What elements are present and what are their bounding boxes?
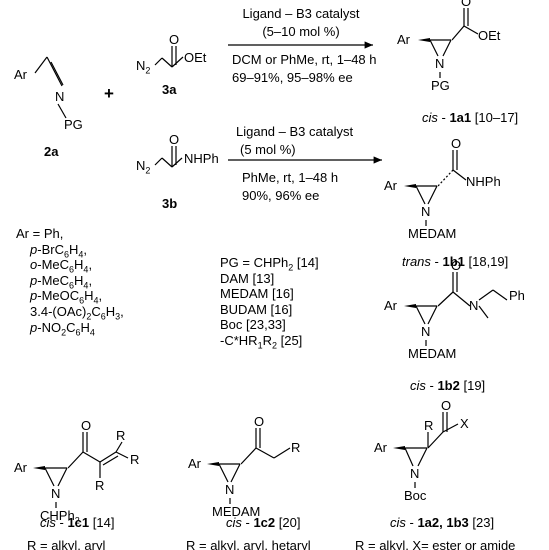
wedge-bonds	[33, 38, 430, 470]
product-1b1-nhph: NHPh	[466, 174, 501, 189]
product-1c1-ar: Ar	[14, 460, 27, 475]
product-1c1-n: N	[51, 486, 61, 501]
product-1c1-r2: R	[130, 452, 140, 467]
diazo-3b-nhph: NHPh	[184, 151, 219, 166]
ar-item: Ar = Ph,	[16, 226, 64, 241]
imine-pg: PG	[64, 117, 83, 132]
ar-item: p-NO2C6H4	[30, 319, 95, 338]
diazo-3a-n2: N2	[136, 58, 151, 76]
caption-1c2: cis - 1c2 [20]	[226, 515, 301, 530]
pg-item: BUDAM [16]	[220, 301, 293, 317]
imine-label: 2a	[44, 144, 59, 159]
product-1b1-ar: Ar	[384, 178, 397, 193]
product-1a1-n: N	[435, 56, 445, 71]
product-1a2-ar: Ar	[374, 440, 387, 455]
product-1b2-ar: Ar	[384, 298, 397, 313]
diazo-3a-bonds	[154, 46, 184, 68]
product-1a1-ar: Ar	[397, 32, 410, 47]
diazo-3b-n2: N2	[136, 158, 151, 176]
product-1a2-r: R	[424, 418, 434, 433]
product-1a2-r-definition: R = alkyl, X= ester or amide	[355, 538, 516, 550]
aziridine-1a2-bonds	[404, 412, 459, 488]
product-1b2-caption: cis - 1b2 [19]	[410, 378, 486, 393]
ar-item: p-BrC6H4,	[30, 241, 87, 260]
caption-1a2: cis - 1a2, 1b3 [23]	[390, 515, 495, 530]
aziridine-1a1-bonds	[429, 8, 479, 78]
product-1b2-n: N	[421, 324, 431, 339]
product-1c2-ar: Ar	[188, 456, 201, 471]
imine-n: N	[55, 89, 65, 104]
product-1c2-r-definition: R = alkyl, aryl, hetaryl	[186, 538, 311, 550]
pg-item: PG = CHPh2 [14]	[220, 255, 319, 273]
aziridine-1c1-bonds	[44, 432, 129, 508]
caption-1c1: cis - 1c1 [14]	[40, 515, 115, 530]
diazo-3b-o: O	[169, 132, 180, 147]
conditions-a-yield: 69–91%, 95–98% ee	[232, 70, 353, 85]
product-1c2-medam: MEDAM	[212, 504, 261, 519]
product-1b2-o: O	[451, 258, 462, 273]
product-1a2-boc: Boc	[404, 488, 427, 503]
product-1a1-pg: PG	[431, 78, 450, 93]
diazo-3a-o: O	[169, 32, 180, 47]
conditions-a-loading: (5–10 mol %)	[262, 24, 340, 39]
product-1c1-r3: R	[95, 478, 105, 493]
product-1b1-o: O	[451, 136, 462, 151]
diazo-3a-oet: OEt	[184, 50, 207, 65]
ar-item: p-MeC6H4,	[30, 272, 93, 291]
imine-2a-bonds	[34, 56, 67, 119]
reagent-3b-label: 3b	[162, 196, 178, 211]
product-1a1-oet: OEt	[478, 28, 501, 43]
product-1c1-chph2: CHPh2	[40, 508, 80, 526]
product-1a2-n: N	[410, 466, 420, 481]
reagent-3a-label: 3a	[162, 82, 177, 97]
product-1b1-medam: MEDAM	[408, 226, 457, 241]
plus-sign: +	[104, 84, 114, 103]
product-1b1-caption: trans - 1b1 [18,19]	[402, 254, 509, 269]
imine-ar: Ar	[14, 67, 27, 82]
conditions-a-catalyst: Ligand – B3 catalyst	[242, 6, 360, 21]
ar-item: o-MeC6H4,	[30, 257, 93, 275]
product-1a2-o: O	[441, 398, 452, 413]
product-1b2-n-amide: N	[469, 298, 479, 313]
pg-item: MEDAM [16]	[220, 286, 294, 302]
aziridine-1c2-bonds	[218, 428, 291, 504]
product-1a1-o: O	[461, 0, 472, 9]
aziridine-1b2-bonds	[415, 272, 508, 346]
product-1c2-o: O	[254, 414, 265, 429]
product-1a2-x: X	[460, 416, 469, 431]
pg-item: Boc [23,33]	[220, 317, 286, 333]
product-1c1-r-definition: R = alkyl, aryl	[27, 538, 106, 550]
ar-item: 3.4-(OAc)2C6H3,	[30, 303, 124, 322]
product-1b1-n: N	[421, 204, 431, 219]
product-1c1-o: O	[81, 418, 92, 433]
aziridine-1b1-bonds	[415, 150, 467, 226]
conditions-b-loading: (5 mol %)	[240, 142, 296, 157]
pg-item: -C*HR1R2 [25]	[220, 332, 303, 351]
product-1c1-r1: R	[116, 428, 126, 443]
product-1b2-ph: Ph	[509, 288, 525, 303]
product-1c2-n: N	[225, 482, 235, 497]
product-1b2-medam: MEDAM	[408, 346, 457, 361]
aryl-substituent-list: Ar = Ph, p-BrC6H4, o-MeC6H4, p-MeC6H4, p…	[16, 226, 124, 338]
pg-item: DAM [13]	[220, 270, 275, 286]
conditions-a-solvent: DCM or PhMe, rt, 1–48 h	[232, 52, 377, 67]
product-1a1-caption: cis - 1a1 [10–17]	[422, 110, 519, 125]
conditions-b-catalyst: Ligand – B3 catalyst	[236, 124, 354, 139]
ar-item: p-MeOC6H4,	[30, 288, 103, 306]
protecting-group-list: PG = CHPh2 [14] DAM [13] MEDAM [16] BUDA…	[220, 255, 319, 351]
conditions-b-yield: 90%, 96% ee	[242, 188, 320, 203]
conditions-b-solvent: PhMe, rt, 1–48 h	[242, 170, 339, 185]
diazo-3b-bonds	[154, 146, 183, 168]
product-1c2-r: R	[291, 440, 301, 455]
